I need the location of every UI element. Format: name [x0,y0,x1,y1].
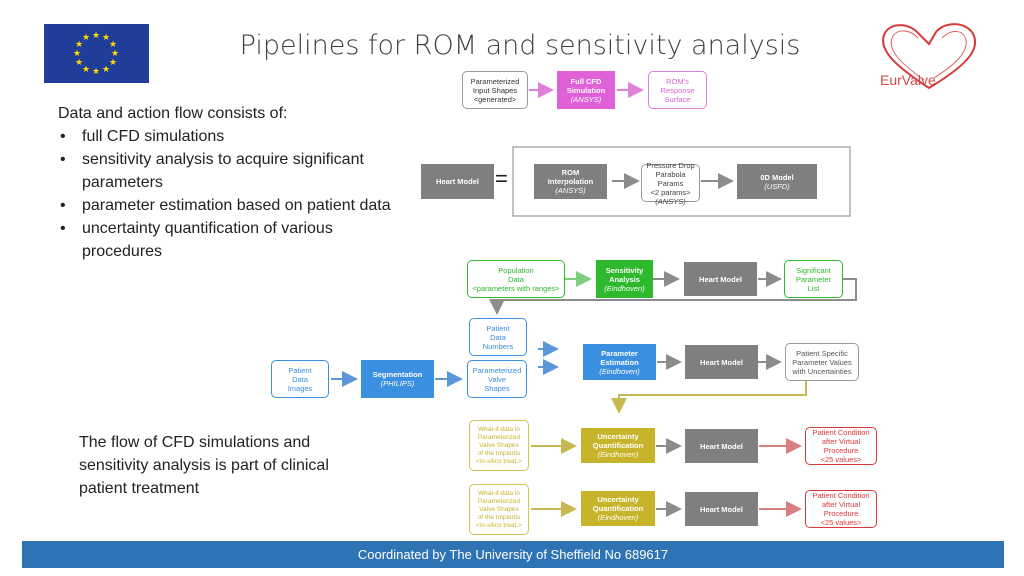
page-title: Pipelines for ROM and sensitivity analys… [239,30,801,61]
heart-model-node: Heart Model [684,262,757,296]
heart-model-node: Heart Model [421,164,494,199]
segmentation-node: Segmentation(PHILIPS) [361,360,434,398]
svg-text:★: ★ [111,49,119,59]
intro-item: full CFD simulations [58,125,403,148]
intro-item: parameter estimation based on patient da… [58,194,403,217]
intro-item: sensitivity analysis to acquire signific… [58,148,403,194]
footer-text: Coordinated by The University of Sheffie… [357,547,669,562]
svg-text:★: ★ [92,67,100,77]
equals-sign: = [495,166,508,191]
intro-list: full CFD simulations sensitivity analysi… [58,125,403,263]
svg-text:★: ★ [82,33,90,43]
svg-text:★: ★ [73,49,81,59]
intro-text: Data and action flow consists of: full C… [58,102,403,263]
intro-lead: Data and action flow consists of: [58,105,288,122]
svg-text:★: ★ [102,33,110,43]
svg-text:★: ★ [82,65,90,75]
svg-text:★: ★ [92,31,100,41]
eu-stars-icon: ★★★ ★★★ ★★★ ★★★ [73,31,119,77]
svg-text:★: ★ [109,58,117,68]
eurvalve-logo-text: EurValve [880,72,936,88]
heart-model-node: Heart Model [685,492,758,526]
svg-text:★: ★ [75,40,83,50]
intro-item: uncertainty quantification of various pr… [58,217,403,263]
svg-text:★: ★ [102,65,110,75]
footer-bar [22,541,1004,568]
clinical-note: The flow of CFD simulations and sensitiv… [79,434,329,497]
eu-flag: ★★★ ★★★ ★★★ ★★★ [44,24,149,83]
heart-model-node: Heart Model [685,345,758,379]
svg-text:★: ★ [75,58,83,68]
zero-d-model-node: 0D Model(USFD) [737,164,817,199]
eurvalve-heart-logo-icon [874,20,984,95]
svg-text:★: ★ [109,40,117,50]
heart-model-node: Heart Model [685,429,758,463]
